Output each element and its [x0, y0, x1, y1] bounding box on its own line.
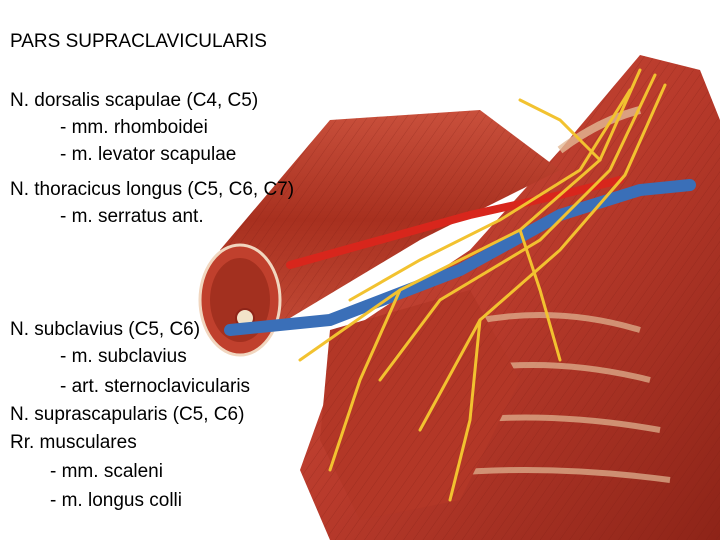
text-line: - mm. rhomboidei — [60, 117, 208, 138]
text-line: - mm. scaleni — [50, 461, 163, 482]
subclavian-vein — [224, 179, 696, 336]
brachial-plexus-nerves — [298, 68, 667, 502]
text-line: - m. serratus ant. — [60, 206, 204, 227]
text-line: - m. levator scapulae — [60, 144, 237, 165]
text-line: - art. sternoclavicularis — [60, 376, 251, 397]
subclavian-artery — [286, 176, 624, 269]
text-line: N. dorsalis scapulae (C4, C5) — [10, 90, 259, 111]
text-line: - m. subclavius — [60, 346, 187, 367]
text-line: N. subclavius (C5, C6) — [10, 319, 201, 340]
text-line: N. suprascapularis (C5, C6) — [10, 404, 245, 425]
arm-muscle-bundle — [198, 110, 560, 357]
text-line: - m. longus colli — [50, 490, 182, 511]
text-line: N. thoracicus longus (C5, C6, C7) — [10, 179, 295, 200]
axillary-muscles — [320, 290, 520, 520]
slide-title: PARS SUPRACLAVICULARIS — [10, 31, 267, 52]
text-line: Rr. musculares — [10, 432, 137, 453]
